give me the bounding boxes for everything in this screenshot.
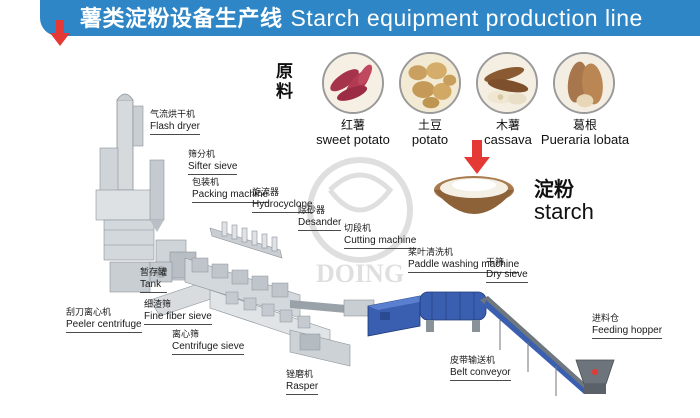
doing-watermark-logo: DOING [307,157,413,288]
banner-band [40,0,700,36]
title-zh: 薯类淀粉设备生产线 [80,7,283,32]
sweet-potato-caption: 红薯 sweet potato [316,118,390,147]
flash-dryer [95,93,165,293]
tank-cluster [149,239,221,317]
pueraria-image [553,52,615,114]
title-banner: 薯类淀粉设备生产线 Starch equipment production lin… [0,0,700,38]
down-arrow-icon [464,140,490,174]
sweet-potato-image [322,52,384,114]
cutting-machine [290,299,380,317]
pueraria-caption: 葛根 Pueraria lobata [540,118,630,147]
starch-caption: 淀粉 starch [534,177,594,224]
potato-image [399,52,461,114]
peeler-centrifuge [149,261,173,283]
production-line-illustration [95,93,615,396]
feeding-hopper [575,359,615,394]
cassava-caption: 木薯 cassava [484,118,532,147]
page-title: 薯类淀粉设备生产线 Starch equipment production lin… [80,4,643,32]
starch-bowl-image [434,176,514,214]
belt-conveyor [480,296,588,396]
cassava-image [476,52,538,114]
down-arrow-icon [50,20,70,46]
hydrocyclone [209,221,283,259]
dry-sieve [419,291,487,332]
watermark-text: DOING [316,259,404,288]
title-en: Starch equipment production line [290,5,643,31]
rasper [289,329,351,367]
raw-material-label: 原料 [276,62,293,102]
paddle-washing-machine [367,295,430,337]
potato-caption: 土豆 potato [411,118,449,147]
